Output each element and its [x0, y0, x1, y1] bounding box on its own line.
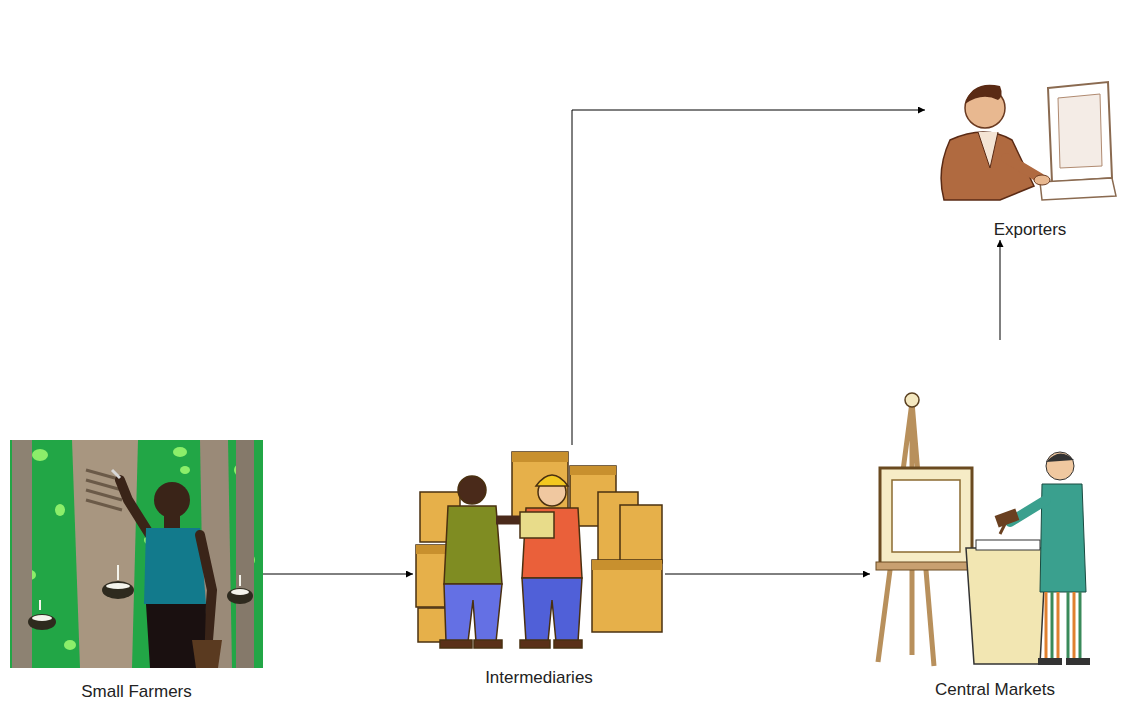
node-label: Exporters: [925, 220, 1133, 240]
exporter-illustration: [941, 82, 1116, 200]
node-label: Small Farmers: [10, 682, 263, 701]
auction-illustration: [876, 393, 1090, 666]
flow-arrow: [1000, 240, 1001, 340]
node-label: Central Markets: [870, 680, 1120, 700]
flow-arrow: [263, 574, 413, 575]
node-label: Intermediaries: [413, 668, 665, 688]
actor-node: Exporters: [925, 65, 1133, 240]
flow-arrow: [572, 110, 925, 445]
flow-arrow: [665, 574, 870, 575]
rubber-tapper-illustration: [10, 440, 263, 668]
actor-node: Central Markets: [870, 340, 1120, 700]
actor-node: Intermediaries: [413, 445, 665, 688]
intermediaries-illustration: [416, 452, 662, 648]
actor-node: Small Farmers: [10, 440, 263, 701]
